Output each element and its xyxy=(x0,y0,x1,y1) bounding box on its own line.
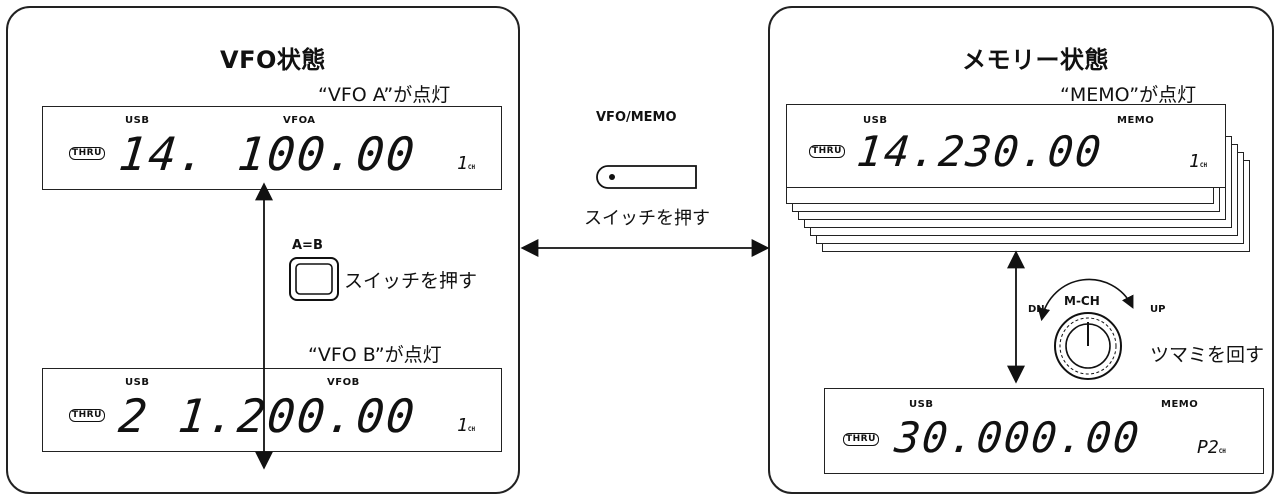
vfo-indicator: VFOB xyxy=(327,377,360,388)
channel-indicator: 1CH xyxy=(457,415,476,436)
m-ch-knob-icon xyxy=(1037,278,1134,380)
knob-up-label: UP xyxy=(1150,304,1166,315)
vfo-memo-switch-icon xyxy=(596,165,697,189)
vfo-a-lit-note: “VFO A”が点灯 xyxy=(318,84,451,106)
memory-state-panel: メモリー状態 “MEMO”が点灯 USB MEMO THRU 14.230.00… xyxy=(768,6,1274,494)
knob-instruction: ツマミを回す xyxy=(1150,344,1265,366)
mode-indicator: USB xyxy=(909,399,934,410)
channel-indicator: 1CH xyxy=(1189,151,1208,172)
vfo-memo-switch-label: VFO/MEMO xyxy=(596,110,677,125)
ab-switch-icon xyxy=(289,257,339,301)
vfo-memo-instruction: スイッチを押す xyxy=(584,208,710,229)
memo-lit-note: “MEMO”が点灯 xyxy=(1060,84,1197,106)
ab-switch-label: A=B xyxy=(292,238,323,253)
vfo-indicator: VFOA xyxy=(283,115,316,126)
ab-switch-instruction: スイッチを押す xyxy=(344,270,478,292)
memo-indicator: MEMO xyxy=(1161,399,1199,410)
knob-down-label: DN xyxy=(1028,304,1045,315)
panel-title: メモリー状態 xyxy=(962,46,1109,74)
thru-indicator: THRU xyxy=(69,409,105,422)
panel-title: VFO状態 xyxy=(220,46,326,74)
mode-indicator: USB xyxy=(125,377,150,388)
memo-indicator: MEMO xyxy=(1117,115,1155,126)
thru-indicator: THRU xyxy=(69,147,105,160)
thru-indicator: THRU xyxy=(809,145,845,158)
vfo-b-lit-note: “VFO B”が点灯 xyxy=(308,344,442,366)
mode-indicator: USB xyxy=(863,115,888,126)
vfo-a-display: USB VFOA THRU 14. 100.00 1CH xyxy=(42,106,502,190)
memory-bottom-display: USB MEMO THRU 30.000.00 P2CH xyxy=(824,388,1264,474)
memory-top-display: USB MEMO THRU 14.230.00 1CH xyxy=(786,104,1226,188)
channel-indicator: 1CH xyxy=(457,153,476,174)
mode-indicator: USB xyxy=(125,115,150,126)
thru-indicator: THRU xyxy=(843,433,879,446)
channel-indicator: P2CH xyxy=(1197,437,1226,458)
